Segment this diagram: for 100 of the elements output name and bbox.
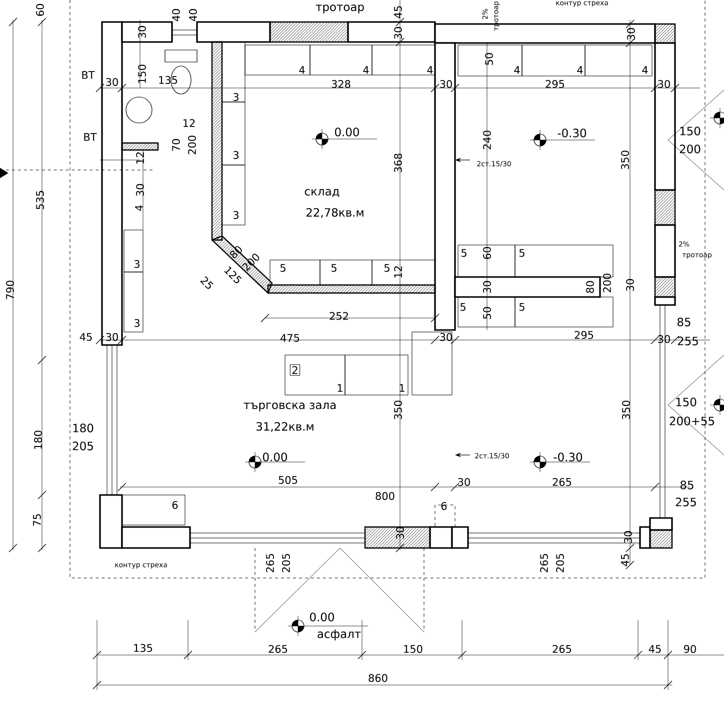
opening-label: 205 [556,554,564,572]
dimension-label: 30 [440,333,452,341]
shelf-number: 1 [400,384,404,392]
shelf-number: 5 [462,249,466,257]
dimension-label: 25 [200,276,214,289]
dimension-label: 135 [134,644,152,652]
opening-label: 265 [540,554,548,572]
opening-label: 85 [678,318,690,326]
opening-label: 70 [172,139,180,151]
dimension-label: 60 [483,247,491,259]
shelf-number: 5 [332,264,336,272]
level-label: -0.30 [558,128,586,138]
pipe-label: ВТ [82,71,95,79]
opening-label: 205 [72,442,93,450]
opening-label: 265 [266,554,274,572]
dimension-label: 45 [80,333,92,341]
shelf-number: 6 [441,502,447,510]
shelf-number: 3 [233,93,238,101]
dimension-label: 265 [552,645,572,653]
pipe-label: ВТ [84,133,97,141]
dimension-label: 180 [34,430,42,449]
opening-label: 205 [282,554,290,572]
opening-label: 200 [680,144,700,154]
dimension-label: 368 [394,154,402,172]
opening-label: 85 [680,480,694,490]
opening-label: 150 [680,126,700,136]
opening-label: 200 [603,274,611,292]
opening-label: 255 [676,498,696,506]
dimension-label: 30 [658,335,670,343]
dimension-label: 252 [330,312,348,320]
dimension-label: 60 [36,4,44,16]
shelf-number: 4 [642,66,648,74]
dimension-label: 50 [485,53,493,65]
shelf-number: 5 [280,264,286,272]
dimension-label: 30 [440,80,452,88]
dimension-label: 350 [394,400,402,420]
shelf-number: 3 [233,151,238,159]
level-label: 0.00 [263,452,287,462]
dimension-label: 265 [552,478,572,486]
dimension-label: 350 [622,400,630,420]
dimension-label: 150 [138,64,146,83]
room-area-label: 22,78кв.м [306,208,364,218]
dimension-label: 30 [136,184,144,196]
dimension-label: 30 [627,28,635,40]
shelf-number: 5 [460,303,466,311]
shelf-number: 4 [427,66,433,74]
dimension-label: 535 [36,190,44,210]
shelf-number: 4 [514,66,520,74]
dimension-label: 75 [33,514,41,526]
dimension-label: 328 [332,80,350,88]
dimension-label: 40 [189,9,197,22]
dimension-label: 30 [394,27,402,39]
dimension-label: 150 [404,645,422,653]
dimension-label: 12 [394,266,402,278]
room-label: търговска зала [244,402,336,412]
shelf-number: 4 [299,66,305,74]
opening-label: 150 [676,398,696,406]
dimension-label: 125 [224,266,242,284]
dimension-label: 45 [621,554,629,566]
shelf-number: 4 [135,205,143,211]
level-label: 0.00 [310,612,334,622]
dimension-label: 475 [280,334,300,342]
dimension-label: 45 [648,645,661,653]
dimension-label: 295 [574,331,594,339]
shelf-number: 3 [233,211,238,219]
dimension-label: 40 [172,9,180,22]
room-area-label: 31,22кв.м [256,422,314,432]
shelf-number: 4 [363,66,369,74]
dimension-label: 30 [106,333,118,341]
dimension-label: 30 [626,279,634,291]
opening-label: 200 [188,136,196,154]
dimension-label: 30 [106,78,118,86]
dimension-label: 350 [621,150,629,170]
room-label: склад [304,189,340,197]
surface-label: асфалт [318,630,361,640]
dimension-label: 800 [376,492,394,500]
shelf-number: 5 [520,303,524,311]
level-label: -0.30 [554,452,582,462]
dimension-label: 30 [458,478,470,486]
shelf-number: 4 [577,66,583,74]
shelf-number: 3 [134,319,140,327]
dimension-label: 860 [368,674,388,682]
dimension-label: 505 [278,476,298,484]
dimension-label: 265 [268,645,288,653]
dimension-label: 30 [624,531,632,543]
surface-label: тротоар [316,4,364,14]
shelf-number: 1 [338,384,342,392]
dimension-label: 30 [483,281,491,293]
shelf-number: 5 [520,249,524,257]
dimension-label: 45 [394,6,402,18]
opening-label: 200+55 [670,416,714,426]
shelf-number: 5 [384,264,390,272]
dimension-label: 12 [136,152,144,164]
dimension-label: 30 [658,80,670,88]
dimension-label: 30 [138,26,146,38]
opening-label: 180 [73,424,94,432]
shelf-number: 6 [172,501,178,509]
dimension-label: 295 [546,80,564,88]
opening-label: 80 [586,281,594,293]
dimension-label: 50 [483,307,491,319]
